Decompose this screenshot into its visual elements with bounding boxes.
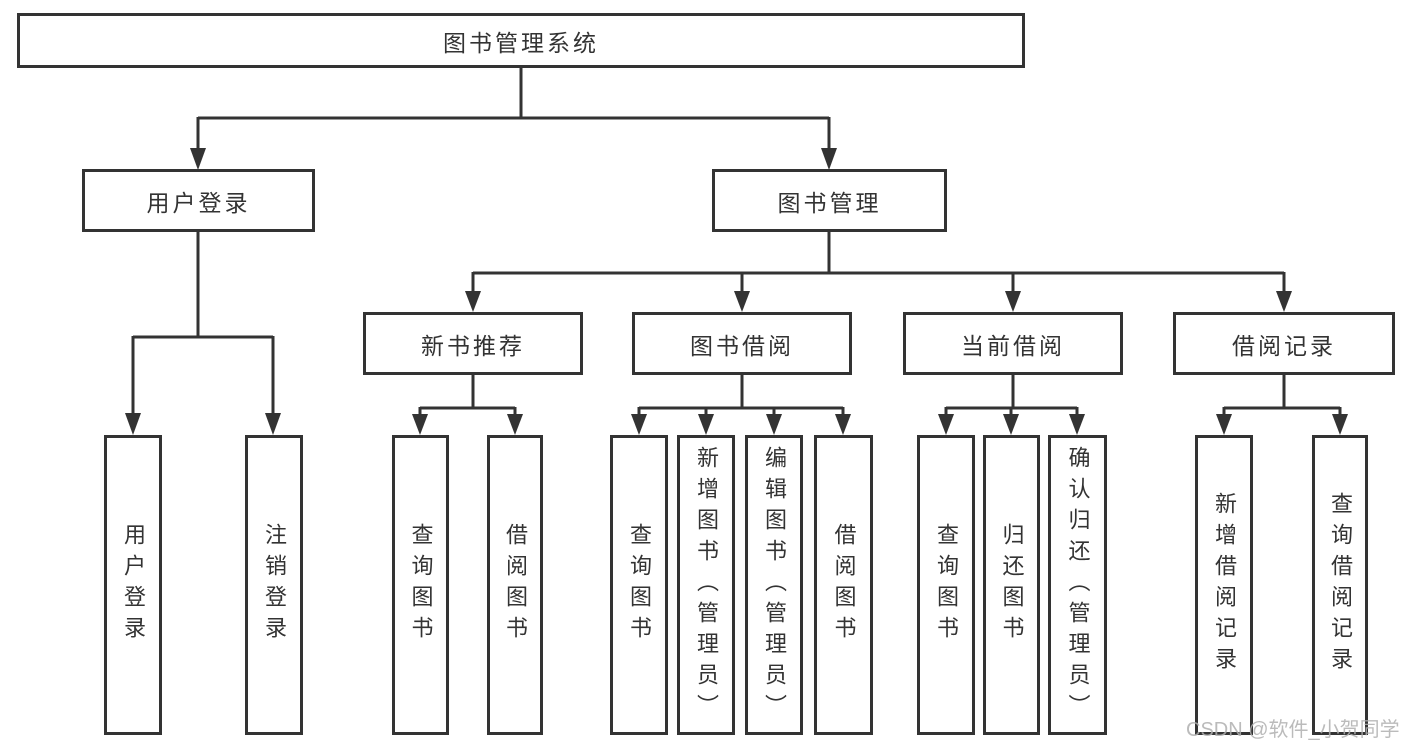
leaf-label: 编辑图书（管理员） — [762, 445, 787, 725]
leaf-current-query: 查询图书 — [917, 435, 975, 735]
node-user-login: 用户登录 — [82, 169, 315, 232]
node-root-label: 图书管理系统 — [443, 29, 599, 56]
leaf-label: 查询借阅记录 — [1328, 492, 1353, 678]
leaf-logout: 注销登录 — [245, 435, 303, 735]
leaf-borrow-query: 查询图书 — [610, 435, 668, 735]
csdn-watermark: CSDN @软件_小贺同学 — [1186, 719, 1400, 741]
leaf-label: 借阅图书 — [831, 523, 857, 647]
node-user-login-label: 用户登录 — [146, 189, 251, 216]
node-book-management: 图书管理 — [712, 169, 947, 232]
node-current-borrow: 当前借阅 — [903, 312, 1123, 375]
node-root-system: 图书管理系统 — [17, 13, 1025, 68]
node-borrow-records-label: 借阅记录 — [1232, 332, 1336, 359]
leaf-current-confirm-return-admin: 确认归还（管理员） — [1048, 435, 1107, 735]
leaf-label: 查询图书 — [627, 523, 652, 647]
leaf-label: 新增图书（管理员） — [694, 445, 719, 725]
leaf-label: 确认归还（管理员） — [1065, 445, 1091, 725]
node-borrow-records: 借阅记录 — [1173, 312, 1395, 375]
node-new-book-recommend-label: 新书推荐 — [421, 332, 525, 359]
leaf-records-add: 新增借阅记录 — [1195, 435, 1253, 735]
node-book-management-label: 图书管理 — [777, 189, 882, 216]
leaf-new-books-borrow: 借阅图书 — [487, 435, 543, 735]
leaf-user-login: 用户登录 — [104, 435, 162, 735]
node-book-borrow: 图书借阅 — [632, 312, 852, 375]
node-new-book-recommend: 新书推荐 — [363, 312, 583, 375]
leaf-label: 借阅图书 — [503, 523, 528, 647]
leaf-label: 注销登录 — [262, 523, 287, 647]
leaf-borrow-borrow: 借阅图书 — [814, 435, 873, 735]
leaf-label: 查询图书 — [934, 523, 959, 647]
node-book-borrow-label: 图书借阅 — [690, 332, 794, 359]
leaf-label: 新增借阅记录 — [1212, 492, 1237, 678]
leaf-new-books-query: 查询图书 — [392, 435, 449, 735]
leaf-label: 用户登录 — [121, 523, 146, 647]
leaf-current-return: 归还图书 — [983, 435, 1040, 735]
leaf-borrow-edit-admin: 编辑图书（管理员） — [745, 435, 803, 735]
leaf-label: 查询图书 — [408, 523, 434, 647]
leaf-borrow-add-admin: 新增图书（管理员） — [677, 435, 735, 735]
leaf-label: 归还图书 — [999, 523, 1025, 647]
leaf-records-query: 查询借阅记录 — [1312, 435, 1368, 735]
node-current-borrow-label: 当前借阅 — [961, 332, 1065, 359]
